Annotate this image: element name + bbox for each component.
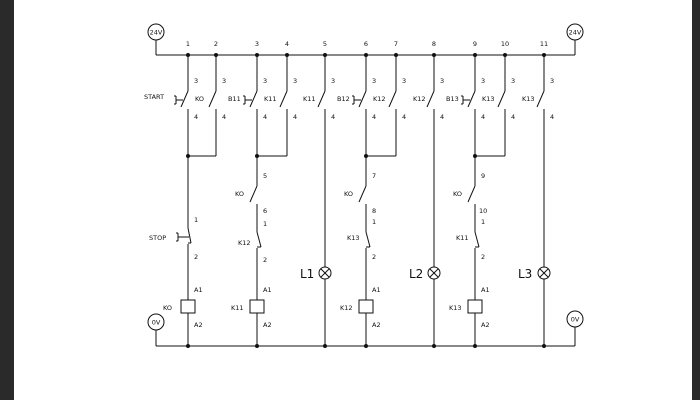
contact-label: KO	[235, 190, 244, 198]
column-number: 4	[285, 40, 289, 48]
left-window-edge	[0, 0, 14, 400]
terminal-label: 3	[194, 77, 198, 85]
terminal-label: 3	[372, 77, 376, 85]
contact-label: K11	[456, 234, 469, 242]
column-number: 10	[501, 40, 509, 48]
supply-24v-right-symbol	[566, 23, 584, 41]
coil-label: KO	[163, 304, 172, 312]
terminal-label: 3	[402, 77, 406, 85]
terminal-label: 2	[263, 256, 267, 264]
terminal-label: 2	[194, 253, 198, 261]
column-number: 11	[540, 40, 548, 48]
coil-terminal: A1	[481, 286, 490, 294]
contact-label: K12	[238, 239, 251, 247]
terminal-label: 4	[440, 113, 444, 121]
coil-terminal: A2	[372, 321, 381, 329]
terminal-label: 7	[372, 172, 376, 180]
contact-label: K13	[482, 95, 495, 103]
contact-label: K11	[303, 95, 316, 103]
coil-terminal: A1	[372, 286, 381, 294]
terminal-label: 1	[481, 218, 485, 226]
terminal-label: 4	[550, 113, 554, 121]
supply-0v-right-symbol	[566, 310, 584, 328]
switch-label: B13	[446, 95, 459, 103]
contact-label: K13	[522, 95, 535, 103]
terminal-label: 10	[479, 207, 487, 215]
coil-terminal: A1	[263, 286, 272, 294]
supply-24v-left-symbol	[147, 23, 165, 41]
supply-0v-left-symbol	[147, 313, 165, 331]
terminal-label: 3	[263, 77, 267, 85]
column-number: 9	[473, 40, 477, 48]
column-number: 6	[364, 40, 368, 48]
contact-label: KO	[344, 190, 353, 198]
contact-label: K12	[373, 95, 386, 103]
coil-terminal: A2	[194, 321, 203, 329]
terminal-label: 4	[372, 113, 376, 121]
terminal-label: 8	[372, 207, 376, 215]
start-label: START	[144, 93, 164, 101]
terminal-label: 3	[331, 77, 335, 85]
contact-label: K13	[347, 234, 360, 242]
column-number: 1	[186, 40, 190, 48]
contact-label: K11	[264, 95, 277, 103]
terminal-label: 4	[481, 113, 485, 121]
switch-label: B12	[337, 95, 350, 103]
terminal-label: 2	[372, 253, 376, 261]
terminal-label: 3	[550, 77, 554, 85]
terminal-label: 5	[263, 172, 267, 180]
lamp-label: L2	[409, 267, 423, 281]
diagram-canvas	[14, 0, 692, 400]
coil-label: K11	[231, 304, 244, 312]
contact-label: KO	[195, 95, 204, 103]
coil-terminal: A1	[194, 286, 203, 294]
column-number: 3	[255, 40, 259, 48]
terminal-label: 4	[194, 113, 198, 121]
terminal-label: 4	[511, 113, 515, 121]
supply-0v-left-label: 0V	[152, 319, 161, 327]
right-window-edge	[692, 0, 700, 400]
terminal-label: 9	[481, 172, 485, 180]
terminal-label: 3	[440, 77, 444, 85]
terminal-label: 3	[511, 77, 515, 85]
terminal-label: 6	[263, 207, 267, 215]
column-number: 7	[394, 40, 398, 48]
coil-terminal: A2	[481, 321, 490, 329]
supply-0v-right-label: 0V	[571, 316, 580, 324]
lamp-label: L3	[518, 267, 532, 281]
coil-terminal: A2	[263, 321, 272, 329]
supply-24v-right-label: 24V	[569, 29, 582, 37]
terminal-label: 1	[263, 220, 267, 228]
stop-label: STOP	[149, 234, 166, 242]
contact-label: KO	[453, 190, 462, 198]
terminal-label: 4	[293, 113, 297, 121]
switch-label: B11	[228, 95, 241, 103]
terminal-label: 3	[293, 77, 297, 85]
coil-label: K12	[340, 304, 353, 312]
column-number: 8	[432, 40, 436, 48]
supply-24v-left-label: 24V	[150, 29, 163, 37]
terminal-label: 4	[402, 113, 406, 121]
terminal-label: 2	[481, 253, 485, 261]
contact-label: K12	[413, 95, 426, 103]
terminal-label: 1	[372, 218, 376, 226]
terminal-label: 3	[481, 77, 485, 85]
coil-label: K13	[449, 304, 462, 312]
terminal-label: 4	[263, 113, 267, 121]
terminal-label: 4	[222, 113, 226, 121]
column-number: 2	[214, 40, 218, 48]
terminal-label: 1	[194, 216, 198, 224]
column-number: 5	[323, 40, 327, 48]
terminal-label: 3	[222, 77, 226, 85]
lamp-label: L1	[300, 267, 314, 281]
terminal-label: 4	[331, 113, 335, 121]
